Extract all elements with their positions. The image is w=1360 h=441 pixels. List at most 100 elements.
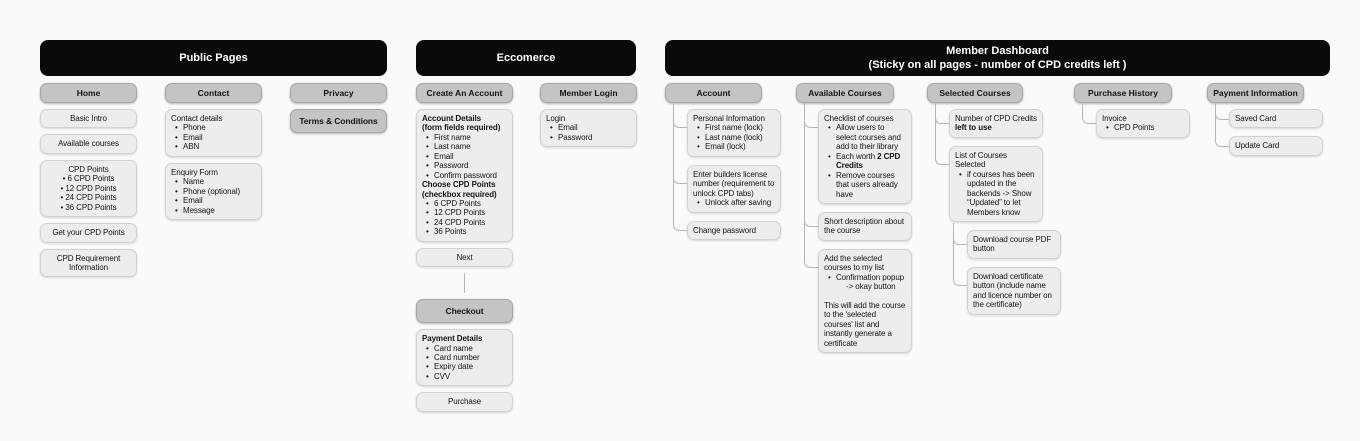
node-checklist-of-courses[interactable]: Checklist of coursesAllow users to selec… [818, 109, 912, 204]
node-contact-details[interactable]: Contact detailsPhoneEmailABN [165, 109, 262, 157]
section-title: Public Pages [179, 51, 248, 64]
column-header-account[interactable]: Account [665, 83, 762, 103]
tree-node: Download course PDF button [953, 222, 1061, 267]
node-saved-card[interactable]: Saved Card [1229, 109, 1323, 129]
box-line: ABN [171, 142, 256, 152]
column-header-selected-courses[interactable]: Selected Courses [927, 83, 1023, 103]
box-line: List of Courses Selected [955, 150, 1007, 170]
box-line: Message [171, 206, 256, 216]
connector-next-to-checkout [464, 273, 465, 294]
column-header-create-an-account[interactable]: Create An Account [416, 83, 513, 103]
tree-node: Download certificate button (include nam… [953, 259, 1061, 315]
box-line: Saved Card [1235, 114, 1277, 123]
tree-account: Personal InformationFirst name (lock)Las… [673, 102, 781, 240]
box-line: Change password [693, 225, 756, 235]
node-list-of-courses-selected[interactable]: List of Courses Selectedif courses has b… [949, 145, 1043, 222]
node-download-certificate[interactable]: Download certificate button (include nam… [967, 266, 1061, 315]
column-home: Home Basic Intro Available courses CPD P… [40, 83, 137, 278]
column-header-privacy[interactable]: Privacy [290, 83, 387, 103]
node-get-your-cpd-points[interactable]: Get your CPD Points [40, 223, 137, 243]
section-title: Eccomerce [496, 51, 556, 64]
column-available-courses: Available Courses Checklist of coursesAl… [796, 83, 912, 354]
box-line: Number of CPD Credits [955, 114, 1037, 123]
section-header-member-dashboard[interactable]: Member Dashboard (Sticky on all pages - … [665, 40, 1330, 76]
box-line: Expiry date [422, 362, 507, 372]
box-line: Terms & Conditions [299, 116, 378, 126]
node-account-details[interactable]: Account Details(form fields required)Fir… [416, 109, 513, 242]
box-line: Account Details [422, 114, 481, 123]
box-line: Last name [422, 142, 507, 152]
box-line: Remove courses that users already have [824, 171, 906, 199]
tree-node: Personal InformationFirst name (lock)Las… [673, 102, 781, 165]
box-line: Confirm password [422, 171, 507, 181]
node-short-description[interactable]: Short description about the course [818, 211, 912, 241]
node-update-card[interactable]: Update Card [1229, 136, 1323, 156]
box-line [824, 292, 906, 301]
box-line: if courses has been updated in the backe… [955, 170, 1037, 217]
node-download-course-pdf[interactable]: Download course PDF button [967, 229, 1061, 259]
column-purchase-history: Purchase History InvoiceCPD Points [1074, 83, 1190, 138]
box-line: Purchase [448, 397, 481, 407]
box-line: Invoice [1102, 114, 1127, 123]
node-checkout[interactable]: Checkout [416, 299, 513, 324]
tree-available-courses: Checklist of coursesAllow users to selec… [804, 102, 912, 354]
column-header-member-login[interactable]: Member Login [540, 83, 637, 103]
column-header-home[interactable]: Home [40, 83, 137, 103]
box-line: 24 CPD Points [422, 218, 507, 228]
node-next[interactable]: Next [416, 247, 513, 268]
node-cpd-points[interactable]: CPD Points6 CPD Points12 CPD Points24 CP… [40, 159, 137, 218]
node-purchase[interactable]: Purchase [416, 392, 513, 412]
box-line: 6 CPD Points [422, 199, 507, 209]
box-line: 12 CPD Points [46, 184, 131, 193]
box-line: Email [546, 123, 631, 133]
column-header-purchase-history[interactable]: Purchase History [1074, 83, 1172, 103]
column-header-available-courses[interactable]: Available Courses [796, 83, 894, 103]
box-line: Phone (optional) [171, 187, 256, 197]
node-payment-details[interactable]: Payment DetailsCard nameCard numberExpir… [416, 329, 513, 387]
column-contact: Contact Contact detailsPhoneEmailABN Enq… [165, 83, 262, 220]
node-personal-information[interactable]: Personal InformationFirst name (lock)Las… [687, 109, 781, 157]
node-change-password[interactable]: Change password [687, 220, 781, 240]
node-invoice[interactable]: InvoiceCPD Points [1096, 109, 1190, 138]
tree-payment-information: Saved Card Update Card [1215, 101, 1323, 156]
box-line: Get your CPD Points [52, 228, 125, 238]
tree-node: List of Courses Selectedif courses has b… [935, 138, 1061, 315]
box-line: Unlock after saving [693, 198, 775, 208]
node-builders-license[interactable]: Enter builders license number (requireme… [687, 164, 781, 213]
node-enquiry-form[interactable]: Enquiry FormNamePhone (optional)EmailMes… [165, 162, 262, 220]
node-terms-and-conditions[interactable]: Terms & Conditions [290, 109, 387, 134]
box-line: CPD Points [1102, 123, 1184, 133]
box-line: Enter builders license number (requireme… [693, 169, 775, 198]
box-line: Update Card [1235, 141, 1280, 151]
section-header-public-pages[interactable]: Public Pages [40, 40, 387, 76]
node-basic-intro[interactable]: Basic Intro [40, 109, 137, 129]
node-available-courses[interactable]: Available courses [40, 134, 137, 154]
box-line: -> okay button [846, 282, 896, 292]
box-line: Download course PDF button [973, 234, 1052, 254]
section-header-eccomerce[interactable]: Eccomerce [416, 40, 636, 76]
box-line: CVV [422, 372, 507, 382]
node-add-selected-courses[interactable]: Add the selected courses to my listConfi… [818, 248, 912, 354]
box-line: Contact details [171, 114, 223, 123]
box-line: left to use [955, 123, 992, 133]
box-line: Available courses [58, 139, 119, 149]
tree-node: Enter builders license number (requireme… [673, 157, 781, 221]
tree-node: Change password [673, 213, 781, 240]
tree-purchase-history: InvoiceCPD Points [1082, 102, 1190, 138]
box-line: 36 CPD Points [46, 203, 131, 212]
tree-node: InvoiceCPD Points [1082, 102, 1190, 138]
column-header-contact[interactable]: Contact [165, 83, 262, 103]
tree-node: Short description about the course [804, 204, 912, 249]
box-line: Email [422, 152, 507, 162]
box-line: Login [546, 114, 566, 123]
box-line: Short description about the course [824, 216, 904, 236]
node-login[interactable]: LoginEmailPassword [540, 109, 637, 148]
box-line: 24 CPD Points [46, 193, 131, 202]
column-header-payment-information[interactable]: Payment Information [1207, 83, 1304, 103]
node-cpd-requirement-information[interactable]: CPD Requirement Information [40, 248, 137, 278]
box-line: 12 CPD Points [422, 208, 507, 218]
column-account: Account Personal InformationFirst name (… [665, 83, 781, 240]
